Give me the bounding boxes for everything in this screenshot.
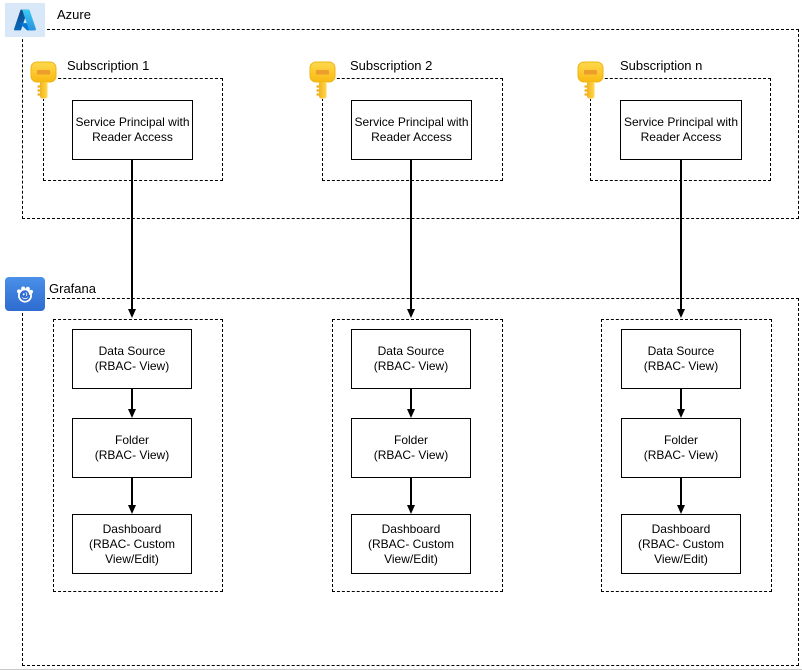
data-source-node-1: Data Source (RBAC- View) [72,329,192,389]
grafana-icon [5,277,45,311]
subscription-1-boundary [43,78,223,181]
service-principal-node-n: Service Principal with Reader Access [620,100,742,160]
connector-arrow [128,389,137,418]
dashboard-node-2: Dashboard (RBAC- Custom View/Edit) [351,514,471,574]
grafana-boundary [22,298,799,666]
connector-arrow [128,160,137,318]
key-icon [577,61,604,104]
arrowhead-icon [128,505,136,514]
grafana-logo-glyph [16,286,34,303]
folder-node-2: Folder (RBAC- View) [351,418,471,478]
service-principal-node-1: Service Principal with Reader Access [72,100,193,160]
arrowhead-icon [407,409,415,418]
azure-logo-glyph [13,9,37,31]
dashboard-node-3: Dashboard (RBAC- Custom View/Edit) [621,514,741,574]
grafana-column-1-boundary [53,319,223,592]
arrowhead-icon [677,505,685,514]
arrowhead-icon [128,409,136,418]
azure-section-label: Azure [57,7,91,22]
connector-arrow [677,478,686,514]
subscription-2-boundary [322,78,503,181]
dashboard-node-1: Dashboard (RBAC- Custom View/Edit) [72,514,192,574]
data-source-node-3: Data Source (RBAC- View) [621,329,741,389]
arrowhead-icon [407,505,415,514]
folder-node-1: Folder (RBAC- View) [72,418,192,478]
subscription-1-label: Subscription 1 [67,58,150,73]
grafana-section-label: Grafana [49,281,96,296]
arrowhead-icon [407,309,415,318]
folder-node-3: Folder (RBAC- View) [621,418,741,478]
data-source-node-2: Data Source (RBAC- View) [351,329,471,389]
key-icon [309,61,336,104]
grafana-column-2-boundary [332,319,503,592]
grafana-column-3-boundary [601,319,772,592]
key-icon [30,61,57,104]
connector-arrow [128,478,137,514]
arrowhead-icon [677,409,685,418]
arrowhead-icon [677,309,685,318]
subscription-2-label: Subscription 2 [350,58,433,73]
connector-arrow [407,478,416,514]
subscription-n-label: Subscription n [620,58,703,73]
connector-arrow [677,389,686,418]
connector-arrow [407,389,416,418]
service-principal-node-2: Service Principal with Reader Access [351,100,472,160]
connector-arrow [677,160,686,318]
azure-icon [5,3,45,37]
arrowhead-icon [128,309,136,318]
connector-arrow [407,160,416,318]
